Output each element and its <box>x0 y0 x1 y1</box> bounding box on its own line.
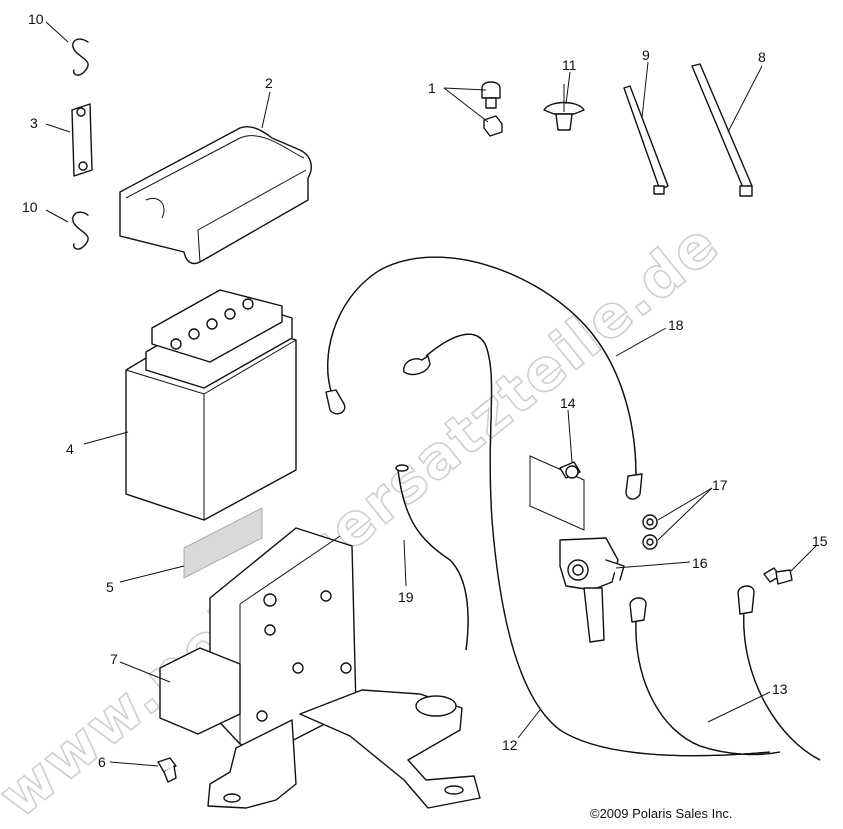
callout-18: 18 <box>668 317 684 333</box>
s-hook-part-10-bottom <box>72 211 89 250</box>
copyright-notice: ©2009 Polaris Sales Inc. <box>590 806 733 821</box>
cable-tie-part-8 <box>691 63 753 197</box>
leader-lines <box>45 21 817 767</box>
callout-7: 7 <box>110 651 118 667</box>
label-part-5 <box>183 507 263 579</box>
bolt-part-14 <box>529 455 585 531</box>
nuts-part-17 <box>642 514 658 550</box>
clip-part-11 <box>543 84 585 131</box>
callout-8: 8 <box>758 49 766 65</box>
callout-5: 5 <box>106 579 114 595</box>
cable-tie-part-9 <box>623 85 669 195</box>
callout-12: 12 <box>502 737 518 753</box>
callout-1: 1 <box>428 80 436 96</box>
callout-9: 9 <box>642 47 650 63</box>
callout-19: 19 <box>398 589 414 605</box>
cable-part-13 <box>629 585 821 761</box>
callout-14: 14 <box>560 395 576 411</box>
battery-part-4 <box>125 289 297 521</box>
callout-11: 11 <box>562 57 577 73</box>
callout-10-top: 10 <box>28 11 44 27</box>
callout-10-bottom: 10 <box>22 199 38 215</box>
callout-16: 16 <box>692 555 708 571</box>
bolt-and-nut-part-1 <box>481 81 503 137</box>
callout-17: 17 <box>712 477 728 493</box>
callout-2: 2 <box>265 75 273 91</box>
cable-part-12 <box>403 333 771 757</box>
callout-3: 3 <box>30 115 38 131</box>
battery-box-part-7 <box>159 527 481 809</box>
bolt-part-15 <box>763 567 793 585</box>
callout-numbers: 10 3 10 2 4 5 7 6 1 11 9 8 18 14 17 16 1… <box>22 11 828 770</box>
strap-part-3 <box>71 103 93 177</box>
battery-cover-part-2 <box>119 126 312 265</box>
callout-15: 15 <box>812 533 828 549</box>
tube-part-19 <box>395 464 469 651</box>
callout-13: 13 <box>772 681 788 697</box>
callout-4: 4 <box>66 441 74 457</box>
solenoid-part-16 <box>559 537 625 643</box>
bolt-part-6 <box>157 757 177 783</box>
cable-part-18 <box>325 256 643 500</box>
callout-6: 6 <box>98 754 106 770</box>
s-hook-part-10-top <box>72 38 89 76</box>
